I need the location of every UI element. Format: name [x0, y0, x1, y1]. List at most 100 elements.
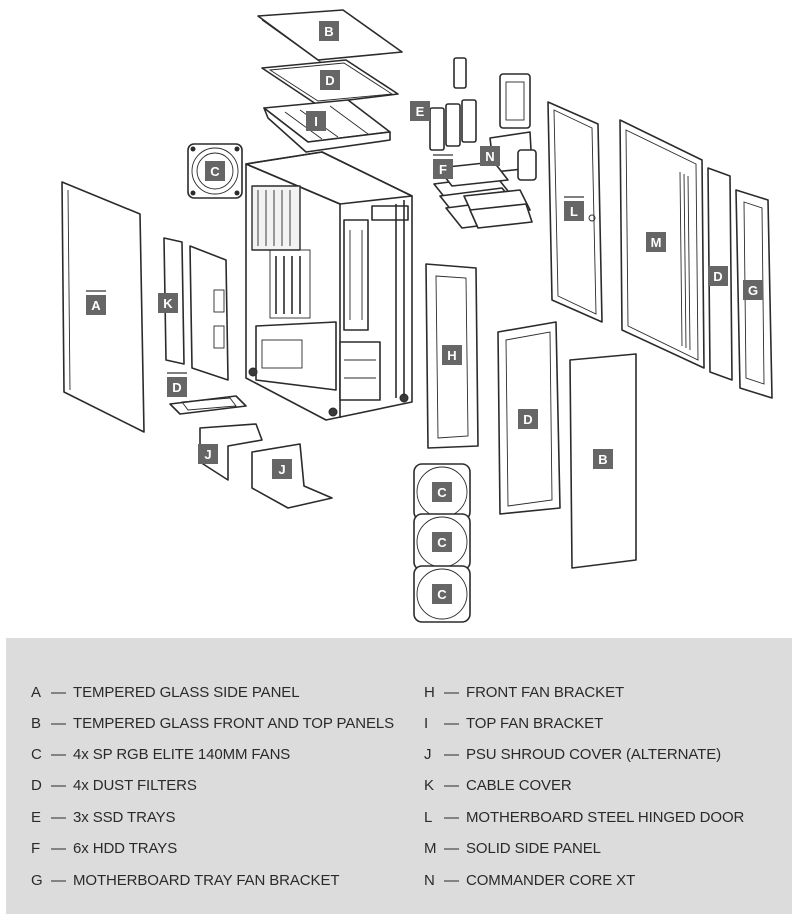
legend-item-g: G — MOTHERBOARD TRAY FAN BRACKET — [31, 872, 340, 889]
legend-text: 4x DUST FILTERS — [73, 777, 197, 794]
badge-c-top: C — [205, 161, 225, 181]
svg-text:B: B — [324, 24, 333, 39]
legend-dash: — — [51, 777, 66, 794]
legend-dash: — — [51, 746, 66, 763]
legend-key: I — [424, 715, 429, 732]
svg-text:C: C — [437, 587, 447, 602]
legend-key: H — [424, 684, 435, 701]
badge-a: A — [86, 290, 106, 315]
legend-item-f: F — 6x HDD TRAYS — [31, 840, 177, 857]
legend-item-j: J—PSU SHROUD COVER (ALTERNATE) — [424, 746, 721, 763]
badge-l: L — [564, 196, 584, 221]
legend-dash: — — [51, 872, 66, 889]
legend-text: TOP FAN BRACKET — [466, 715, 604, 732]
legend-item-e: E — 3x SSD TRAYS — [31, 809, 176, 826]
badge-n: N — [480, 146, 500, 166]
legend-dash: — — [444, 809, 459, 826]
badge-g: G — [743, 280, 763, 300]
legend-dash: — — [51, 684, 66, 701]
legend-item-m: M — SOLID SIDE PANEL — [424, 840, 601, 857]
svg-text:I: I — [314, 114, 318, 129]
svg-text:D: D — [713, 269, 722, 284]
badge-j-right: J — [272, 459, 292, 479]
svg-text:F: F — [439, 162, 447, 177]
ssd-trays — [429, 57, 477, 151]
legend-key: G — [31, 872, 43, 889]
svg-text:D: D — [523, 412, 532, 427]
badge-c3: C — [432, 584, 452, 604]
badge-c2: C — [432, 532, 452, 552]
badge-b-top: B — [319, 21, 339, 41]
badge-m: M — [646, 232, 666, 252]
legend-item-n: N—COMMANDER CORE XT — [424, 872, 635, 889]
svg-text:A: A — [91, 298, 101, 313]
legend-item-h: H — FRONT FAN BRACKET — [424, 684, 624, 701]
legend-text: 3x SSD TRAYS — [73, 809, 176, 826]
svg-text:C: C — [437, 535, 447, 550]
legend-text: FRONT FAN BRACKET — [466, 684, 625, 701]
legend-dash: — — [444, 715, 459, 732]
legend-dash: — — [444, 684, 459, 701]
legend-item-c: C — 4x SP RGB ELITE 140MM FANS — [31, 746, 290, 763]
legend-text: TEMPERED GLASS FRONT AND TOP PANELS — [73, 715, 395, 732]
legend-key: C — [31, 746, 42, 763]
legend-text: CABLE COVER — [466, 777, 572, 794]
legend-key: E — [31, 809, 41, 826]
legend-text: TEMPERED GLASS SIDE PANEL — [73, 684, 300, 701]
commander-core — [489, 73, 537, 181]
badge-k: K — [158, 293, 178, 313]
exploded-view-diagram: B D I C E F N L M D G A K D J J H D B C … — [61, 9, 773, 623]
legend-item-l: L—MOTHERBOARD STEEL HINGED DOOR — [424, 809, 744, 826]
badge-f: F — [433, 154, 453, 179]
svg-text:C: C — [437, 485, 447, 500]
legend-dash: — — [51, 840, 66, 857]
badge-c1: C — [432, 482, 452, 502]
legend-dash: — — [444, 746, 459, 763]
badge-d-bottom: D — [167, 372, 187, 397]
svg-text:J: J — [278, 462, 285, 477]
legend-dash: — — [51, 809, 66, 826]
svg-text:D: D — [325, 73, 334, 88]
legend-item-a: A — TEMPERED GLASS SIDE PANEL — [31, 684, 300, 701]
legend-key: L — [424, 809, 433, 826]
badge-j-left: J — [198, 444, 218, 464]
badge-b-front: B — [593, 449, 613, 469]
legend-key: N — [424, 872, 435, 889]
svg-text:K: K — [163, 296, 173, 311]
legend-dash: — — [51, 715, 66, 732]
svg-text:H: H — [447, 348, 456, 363]
svg-text:E: E — [416, 104, 425, 119]
badge-d-right: D — [708, 266, 728, 286]
legend-text: 4x SP RGB ELITE 140MM FANS — [73, 746, 291, 763]
svg-text:L: L — [570, 204, 578, 219]
hdd-trays — [433, 161, 533, 229]
badge-e: E — [410, 101, 430, 121]
top-fan-bracket — [263, 99, 391, 153]
parts-legend: A — TEMPERED GLASS SIDE PANEL B — TEMPERED G… — [6, 638, 792, 914]
svg-text:J: J — [204, 447, 211, 462]
badge-i-top: I — [306, 111, 326, 131]
legend-dash: — — [444, 840, 459, 857]
legend-key: A — [31, 684, 41, 701]
svg-text:M: M — [651, 235, 662, 250]
legend-text: 6x HDD TRAYS — [73, 840, 178, 857]
legend-text: MOTHERBOARD TRAY FAN BRACKET — [73, 872, 340, 889]
svg-text:C: C — [210, 164, 220, 179]
legend-key: M — [424, 840, 437, 857]
legend-dash: — — [444, 872, 459, 889]
badge-d-top: D — [320, 70, 340, 90]
svg-text:N: N — [485, 149, 494, 164]
legend-item-d: D—4x DUST FILTERS — [31, 777, 197, 794]
svg-text:D: D — [172, 380, 181, 395]
legend-dash: — — [444, 777, 459, 794]
legend-item-i: I — TOP FAN BRACKET — [424, 715, 603, 732]
badge-d-front: D — [518, 409, 538, 429]
chassis — [245, 151, 413, 421]
badge-h: H — [442, 345, 462, 365]
legend-key: B — [31, 715, 41, 732]
legend-text: SOLID SIDE PANEL — [466, 840, 601, 857]
legend-key: K — [424, 777, 434, 794]
svg-text:B: B — [598, 452, 607, 467]
legend-item-k: K — CABLE COVER — [424, 777, 572, 794]
legend-key: F — [31, 840, 41, 857]
